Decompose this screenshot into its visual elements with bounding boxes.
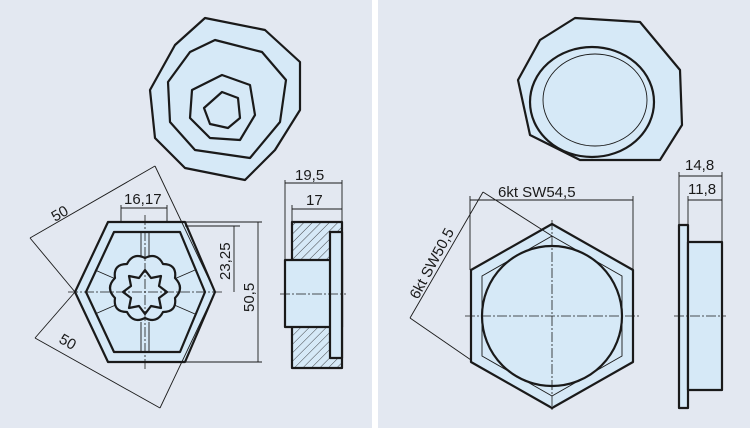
left-drawing-panel: 50 50 16,17 23,25 50,5 19,5 17 — [0, 0, 372, 428]
front-view-hex-adapter — [465, 220, 640, 412]
side-view-hex-adapter — [674, 223, 726, 410]
dim-side-body-width: 11,8 — [688, 181, 716, 198]
dimension-lines — [29, 165, 343, 409]
front-view-octagon-adapter — [68, 215, 222, 370]
dim-body-width: 17 — [306, 192, 323, 209]
side-section-view — [280, 220, 346, 370]
dim-height: 50,5 — [241, 283, 258, 312]
isometric-view-octagon-adapter — [148, 16, 302, 182]
dim-inner-hex: 6kt SW50,5 — [407, 225, 458, 301]
isometric-view-hex-adapter — [516, 16, 684, 162]
dim-side-total-width: 14,8 — [685, 157, 714, 174]
dim-total-width: 19,5 — [295, 167, 324, 184]
dim-outer-hex: 6kt SW54,5 — [498, 184, 576, 201]
dim-slot-width: 16,17 — [124, 191, 162, 208]
dim-across-flats-lower: 50 — [56, 331, 79, 354]
dim-half-height: 23,25 — [217, 242, 234, 280]
right-drawing-panel: 6kt SW54,5 6kt SW50,5 14,8 11,8 — [378, 0, 750, 428]
dim-across-flats-upper: 50 — [49, 202, 72, 225]
